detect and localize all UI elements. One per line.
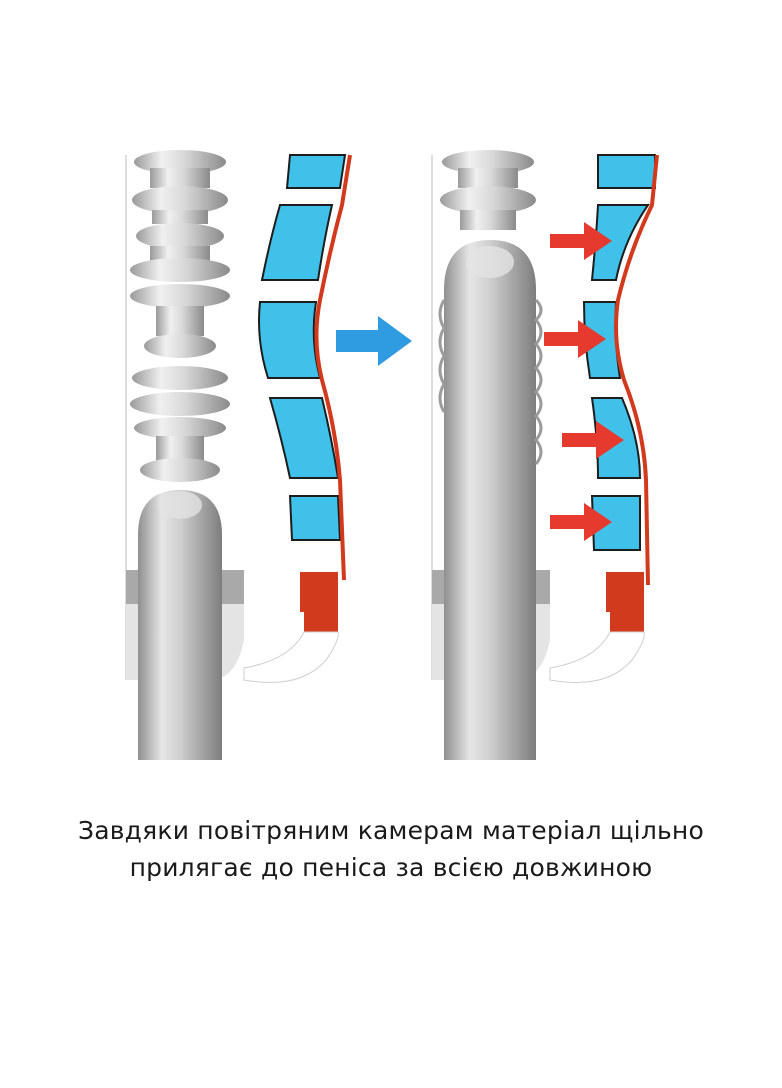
air-chambers	[582, 154, 656, 551]
air-chambers	[258, 154, 347, 541]
rod	[138, 490, 222, 760]
relaxed-state	[125, 150, 352, 760]
right-arrow-icon	[562, 421, 624, 459]
pressure-arrows	[544, 222, 624, 541]
caption-line-2: прилягає до пеніса за всією довжиною	[129, 853, 653, 882]
caption-line-1: Завдяки повітряним камерам матеріал щіль…	[78, 816, 704, 845]
cross-section-diagram	[125, 150, 659, 760]
right-arrow-icon	[550, 222, 612, 260]
wall-anchor	[606, 572, 644, 632]
caption: Завдяки повітряним камерам матеріал щіль…	[0, 812, 782, 886]
compressed-state	[431, 150, 659, 760]
right-arrow-icon	[336, 316, 412, 366]
right-arrow-icon	[550, 503, 612, 541]
rod	[444, 240, 536, 760]
outer-wall	[314, 154, 352, 581]
wall-anchor	[300, 572, 338, 632]
ribbed-sleeve	[130, 150, 230, 482]
right-arrow-icon	[544, 320, 606, 358]
ribbed-sleeve	[440, 150, 536, 230]
outer-wall	[614, 154, 659, 586]
